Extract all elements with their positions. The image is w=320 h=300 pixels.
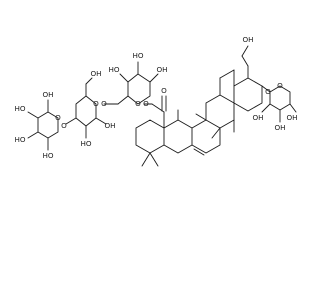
label-o-ester: O xyxy=(143,99,149,108)
label-o-carbonyl: O xyxy=(161,86,167,95)
label-o-sugar2-ring: O xyxy=(135,99,141,108)
label-o-sugar3-ring: O xyxy=(93,99,99,108)
label-oh-sugar3-b: OH xyxy=(104,121,115,130)
saponin-structure-diagram: OH HO HO HO O O OH O O HO OH HO HO O OH … xyxy=(14,35,298,167)
label-oh-xyl-c: OH xyxy=(286,113,297,122)
label-o-sugar4-link: O xyxy=(61,121,67,130)
label-oh-xyl-a: OH xyxy=(252,113,263,122)
sugar4-ring xyxy=(27,99,59,151)
label-o-xyl-link: O xyxy=(265,87,271,96)
sugar2-ring xyxy=(103,61,159,105)
label-ho-sugar4-a: HO xyxy=(14,104,25,113)
label-o-sugar4-ring: O xyxy=(55,113,61,122)
label-o-xyl-ring: O xyxy=(277,81,283,90)
ester-group xyxy=(143,95,167,129)
atom-labels: OH HO HO HO O O OH O O HO OH HO HO O OH … xyxy=(14,35,297,160)
label-ho-sugar4-c: HO xyxy=(42,151,53,160)
label-ho-sugar2-b: HO xyxy=(132,51,143,60)
structure-canvas: OH HO HO HO O O OH O O HO OH HO HO O OH … xyxy=(14,35,298,167)
triterpene-core xyxy=(135,45,271,167)
label-ho-sugar2-a: HO xyxy=(108,65,119,74)
label-oh-sugar4-top: OH xyxy=(42,90,53,99)
xylose-ring xyxy=(261,85,297,123)
label-ho-sugar4-b: HO xyxy=(14,135,25,144)
label-oh-xyl-b: OH xyxy=(274,123,285,132)
label-ho-sugar3-a: HO xyxy=(80,139,91,148)
label-o-sugar3-link: O xyxy=(101,99,107,108)
sugar3-ring xyxy=(65,77,107,139)
label-oh-sugar2-c: OH xyxy=(156,65,167,74)
label-oh-sugar3-ch2: OH xyxy=(90,69,101,78)
label-oh-ch2-top: OH xyxy=(242,35,253,44)
